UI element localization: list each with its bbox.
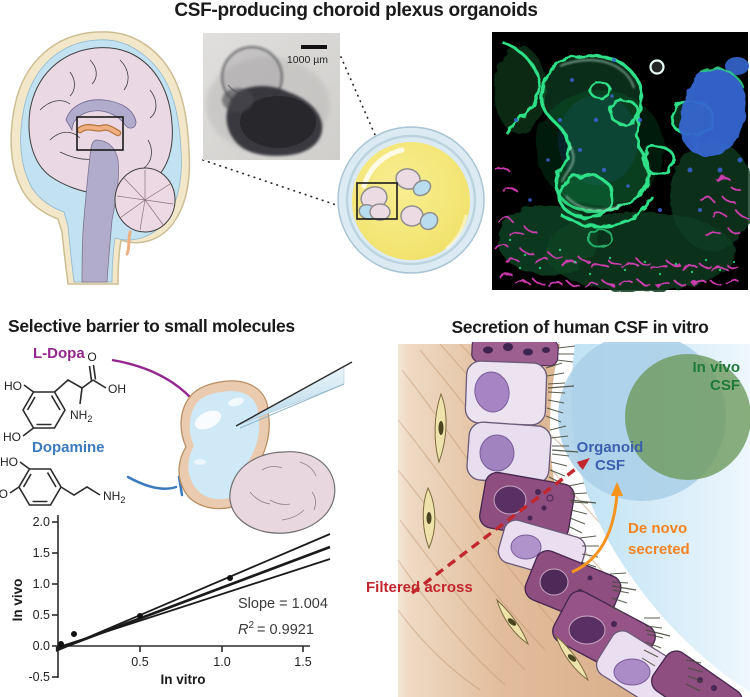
dopamine-structure: [9, 461, 101, 506]
green-epithelium: [501, 40, 715, 249]
secretion-panel: In vivo CSF Organoid CSF Filtered across…: [360, 342, 750, 697]
svg-text:NH2: NH2: [103, 489, 125, 505]
svg-text:1.5: 1.5: [33, 546, 50, 560]
figure-title: CSF-producing choroid plexus organoids: [174, 0, 538, 21]
denovo-label-line1: De novo: [628, 520, 687, 537]
edge-fade: [360, 342, 410, 697]
svg-text:HO: HO: [0, 455, 18, 469]
brain-sagittal-illustration: [10, 31, 191, 285]
y-tick-labels: 2.0 1.5 1.0 0.5 0.0 -0.5: [28, 515, 50, 684]
filtered-arrowhead: [576, 458, 590, 470]
pipette-needle-line: [235, 361, 353, 427]
organoid-tissue-mass: [229, 451, 336, 534]
svg-text:0.5: 0.5: [33, 608, 50, 622]
denovo-arrow: [571, 493, 619, 574]
svg-text:O: O: [87, 350, 96, 364]
x-tick-labels: 0.5 1.0 1.5: [131, 655, 311, 669]
venn-organoid-label-line2: CSF: [595, 457, 625, 474]
x-axis-label: In vitro: [160, 672, 205, 687]
svg-text:HO: HO: [0, 487, 8, 501]
venn-invivo-label-line2: CSF: [710, 377, 740, 394]
svg-text:1.0: 1.0: [213, 655, 230, 669]
svg-text:HO: HO: [4, 379, 22, 393]
barrier-panel-title: Selective barrier to small molecules: [8, 316, 295, 336]
denovo-label-line2: secreted: [628, 541, 690, 558]
denovo-arrowhead: [611, 482, 623, 496]
venn-organoid-label-line1: Organoid: [577, 439, 644, 456]
brightfield-image: 1000 µm: [203, 33, 340, 160]
fourth-ventricle-plexus: [125, 230, 132, 256]
ldopa-label: L-Dopa: [33, 345, 85, 362]
data-points: [58, 575, 233, 647]
dopamine-blocked-line: [126, 475, 184, 497]
cerebellum-lines: [116, 170, 174, 231]
venn-invivo-circle: [625, 354, 750, 480]
scale-bar: [301, 45, 327, 49]
svg-text:0.0: 0.0: [33, 639, 50, 653]
brain-zoom-box: [76, 116, 124, 151]
green-speckles: [508, 238, 736, 276]
dopamine-atoms: HO HO NH2: [0, 455, 125, 505]
brainstem: [81, 139, 119, 283]
epithelium-illustration: [464, 342, 743, 697]
barrier-panel: L-Dopa HO HO O OH NH2 Dopamine HO: [0, 345, 353, 687]
dish-zoom-box: [356, 182, 398, 220]
svg-text:NH2: NH2: [70, 408, 92, 424]
ventricle: [65, 99, 137, 132]
ldopa-structure: [22, 364, 107, 437]
fibroblast-nuclei: [426, 421, 577, 662]
epithelial-cell: [651, 650, 743, 697]
secretion-panel-title: Secretion of human CSF in vitro: [451, 317, 709, 337]
filtered-across-label: Filtered across: [366, 579, 473, 596]
organoid-injection-illustration: [178, 361, 353, 534]
venn-invivo-label-line1: In vivo: [692, 359, 740, 376]
fit-lines: [55, 533, 331, 652]
svg-text:-0.5: -0.5: [28, 670, 50, 684]
detached-vesicle: [649, 59, 665, 75]
svg-text:OH: OH: [108, 382, 126, 396]
choroid-plexus: [78, 125, 120, 135]
ldopa-atoms: HO HO O OH NH2: [3, 350, 126, 444]
microvilli: [545, 342, 704, 692]
venn-diagram: [558, 342, 750, 501]
dish-organoids: [358, 168, 439, 231]
dopamine-label: Dopamine: [32, 439, 105, 456]
svg-text:2.0: 2.0: [33, 515, 50, 529]
svg-text:1.0: 1.0: [33, 577, 50, 591]
dish-medium: [352, 142, 470, 260]
petri-dish-illustration: [337, 126, 485, 274]
filtered-arrow: [410, 464, 581, 595]
scale-bar-label: 1000 µm: [287, 54, 328, 66]
correlation-chart: 2.0 1.5 1.0 0.5 0.0 -0.5 0.5 1.0 1.5 In …: [10, 515, 331, 687]
svg-text:1.5: 1.5: [294, 655, 311, 669]
magenta-stroma: [495, 166, 749, 287]
svg-text:0.5: 0.5: [131, 655, 148, 669]
blue-nuclei: [514, 58, 743, 212]
svg-text:HO: HO: [3, 430, 21, 444]
blue-cyst-region: [680, 68, 747, 157]
fluorescence-image: [492, 32, 750, 292]
y-axis-label: In vivo: [10, 579, 25, 622]
r2-annotation: R2= 0.9921: [238, 620, 314, 638]
slope-annotation: Slope = 1.004: [238, 596, 328, 612]
